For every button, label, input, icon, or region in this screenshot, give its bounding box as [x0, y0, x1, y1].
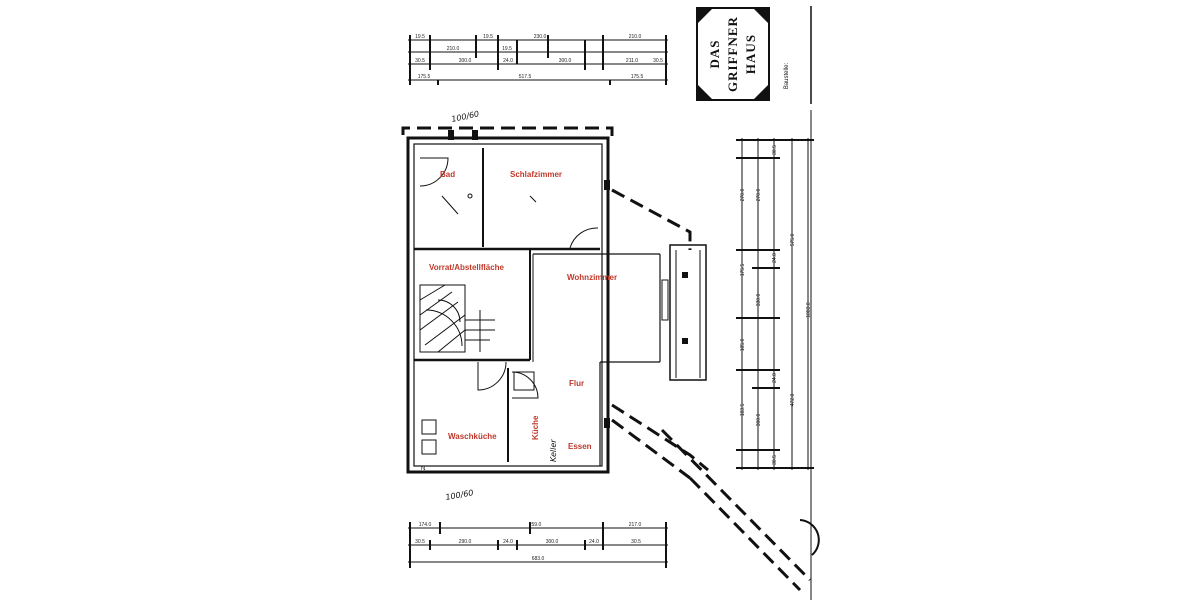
dim-top-2-1: 30.5 — [415, 58, 425, 64]
dim-top-3-1: 175.5 — [418, 74, 431, 80]
dim-top-3-3: 175.5 — [631, 74, 644, 80]
company-logo: DAS GRIFFNER HAUS Baustelle: — [696, 6, 812, 104]
dim-bottom-2-2: 290.0 — [459, 539, 472, 545]
staircase — [419, 284, 495, 353]
dim-right-total: 1083.0 — [806, 302, 812, 318]
dim-bottom-2-1: 30.5 — [415, 539, 425, 545]
dim-right-1-2: 270.0 — [740, 189, 746, 202]
dim-bottom-1-3: 217.0 — [629, 522, 642, 528]
dim-right-3-1: 575.0 — [790, 234, 796, 247]
dim-right-1-1: 30.5 — [772, 145, 778, 155]
dim-right-3-2: 472.0 — [790, 394, 796, 407]
dim-top-2-3: 24.0 — [503, 58, 513, 64]
room-label-vorrat: Vorrat/Abstellfläche — [429, 263, 505, 272]
wall-markers — [448, 130, 688, 428]
dim-right-1-5: 183.5 — [740, 404, 746, 417]
dim-right-1-4: 185.0 — [740, 339, 746, 352]
room-label-flur: Flur — [569, 379, 584, 388]
fixtures — [421, 193, 669, 455]
room-label-essen: Essen — [568, 442, 592, 451]
right-dimension-labels: 30.5 270.0 175.5 185.0 183.5 30.5 270.0 … — [740, 145, 812, 465]
dim-bottom-2-3: 24.0 — [503, 539, 513, 545]
dim-top-1-2: 210.0 — [447, 46, 460, 52]
top-dimension-labels: 19.5 210.0 19.5 19.5 230.0 210.0 30.5 30… — [415, 34, 663, 80]
dim-top-1-5: 230.0 — [534, 34, 547, 40]
room-label-waschkueche: Waschküche — [448, 432, 497, 441]
dim-bottom-2-5: 24.0 — [589, 539, 599, 545]
corner-arc — [799, 519, 820, 556]
right-dimension-chains — [736, 138, 814, 470]
room-label-schlafzimmer: Schlafzimmer — [510, 170, 562, 179]
dim-top-1-3: 19.5 — [483, 34, 493, 40]
roof-outline-dashed — [401, 126, 812, 592]
annotation-keller: Keller — [549, 439, 558, 462]
dim-right-1-3: 175.5 — [740, 264, 746, 277]
logo-line-2: GRIFFNER — [725, 16, 740, 92]
dim-bottom-3-1: 683.0 — [532, 556, 545, 562]
room-label-bad: Bad — [440, 170, 455, 179]
dim-bottom-2-4: 300.0 — [546, 539, 559, 545]
annotation-bottom-size: 100/60 — [445, 488, 474, 502]
dim-bottom-1-1: 174.0 — [419, 522, 432, 528]
dim-right-2-4: 24.0 — [772, 373, 778, 383]
room-labels: Bad Schlafzimmer Vorrat/Abstellfläche Wo… — [429, 170, 617, 451]
bottom-dimension-chains — [408, 522, 668, 568]
building-walls — [406, 136, 707, 474]
dim-top-2-2: 300.0 — [459, 58, 472, 64]
dim-top-1-6: 210.0 — [629, 34, 642, 40]
dim-top-2-4: 300.0 — [559, 58, 572, 64]
dim-top-3-2: 517.5 — [519, 74, 532, 80]
logo-caption: Baustelle: — [784, 62, 790, 89]
dim-bottom-2-6: 30.5 — [631, 539, 641, 545]
room-label-kueche: Küche — [531, 415, 540, 440]
dim-bottom-1-2: 259.0 — [529, 522, 542, 528]
dim-right-2-1: 270.0 — [756, 189, 762, 202]
dim-top-1-1: 19.5 — [415, 34, 425, 40]
bottom-dimension-labels: 174.0 259.0 217.0 30.5 290.0 24.0 300.0 … — [415, 522, 641, 562]
dim-right-2-2: 24.0 — [772, 253, 778, 263]
north-mark: N — [421, 466, 425, 472]
logo-line-3: HAUS — [743, 34, 758, 74]
dim-top-1-4: 19.5 — [502, 46, 512, 52]
handwritten-annotations: 100/60 100/60 Keller N — [421, 109, 558, 502]
top-dimension-chains — [408, 35, 668, 85]
dim-top-2-5: 211.0 — [626, 58, 638, 64]
dim-right-1-6: 30.5 — [772, 455, 778, 465]
logo-line-1: DAS — [707, 39, 722, 68]
dim-right-2-3: 330.0 — [756, 294, 762, 307]
annotation-top-size: 100/60 — [451, 109, 480, 124]
dim-top-2-6: 30.5 — [653, 58, 663, 64]
room-label-wohnzimmer: Wohnzimmer — [567, 273, 617, 282]
dim-right-2-5: 300.0 — [756, 414, 762, 427]
